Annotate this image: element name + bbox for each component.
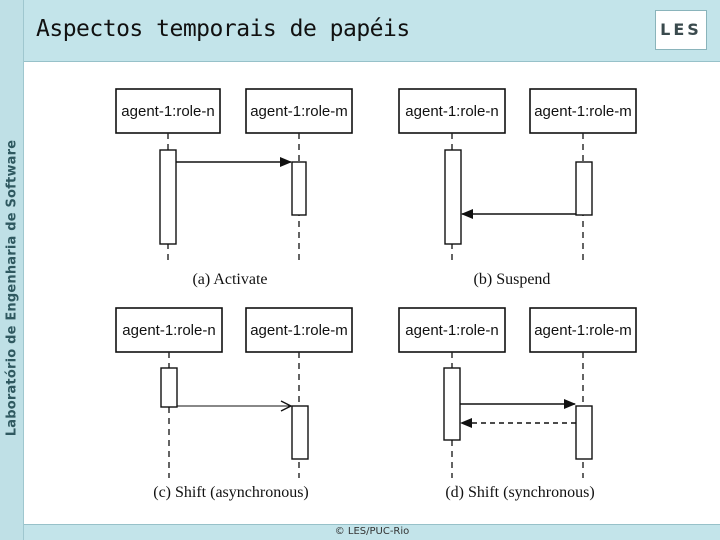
activation-bar-role-m (575, 405, 593, 460)
lifeline-box-role-n (115, 307, 223, 353)
sidebar-band: Laboratório de Engenharia de Software (0, 0, 24, 540)
lifeline-label-role-m: agent-1:role-m (534, 322, 632, 339)
diagram-shift-sync: agent-1:role-n agent-1:role-m (d) Shift … (398, 307, 637, 501)
caption-activate: (a) Activate (192, 271, 267, 288)
slide-title: Aspectos temporais de papéis (36, 16, 410, 42)
caption-shift-async: (c) Shift (asynchronous) (153, 484, 309, 501)
activation-bar-role-n (160, 367, 178, 408)
lifeline-box-role-n (398, 88, 506, 134)
lifeline-label-role-m: agent-1:role-m (534, 103, 632, 120)
lifeline-box-role-n (115, 88, 221, 134)
lifeline-box-role-m (245, 307, 353, 353)
lifeline-label-role-n: agent-1:role-n (121, 103, 214, 120)
activation-bar-role-m (291, 405, 309, 460)
activation-bar-role-m (291, 161, 307, 216)
lifeline-box-role-m (529, 88, 637, 134)
lifeline-label-role-n: agent-1:role-n (405, 103, 498, 120)
lifeline-label-role-m: agent-1:role-m (250, 103, 348, 120)
logo-text: LES (660, 20, 702, 39)
lifeline-box-role-n (398, 307, 506, 353)
caption-shift-sync: (d) Shift (synchronous) (445, 484, 594, 501)
les-logo: LES (655, 10, 707, 50)
activation-bar-role-n (159, 149, 177, 245)
diagram-activate: agent-1:role-n agent-1:role-m (a) Activa… (115, 88, 353, 288)
caption-suspend: (b) Suspend (474, 271, 551, 288)
diagram-shift-async: agent-1:role-n agent-1:role-m (c) Shift … (115, 307, 353, 501)
activation-bar-role-m (575, 161, 593, 216)
activation-bar-role-n (443, 367, 461, 441)
lifeline-label-role-n: agent-1:role-n (405, 322, 498, 339)
lifeline-label-role-m: agent-1:role-m (250, 322, 348, 339)
header-band: Aspectos temporais de papéis LES (24, 0, 720, 62)
diagram-suspend: agent-1:role-n agent-1:role-m (b) Suspen… (398, 88, 637, 288)
activation-bar-role-n (444, 149, 462, 245)
lifeline-box-role-m (529, 307, 637, 353)
lifeline-label-role-n: agent-1:role-n (122, 322, 215, 339)
footer-copyright: © LES/PUC-Rio (334, 526, 410, 537)
footer-band: © LES/PUC-Rio (24, 524, 720, 540)
